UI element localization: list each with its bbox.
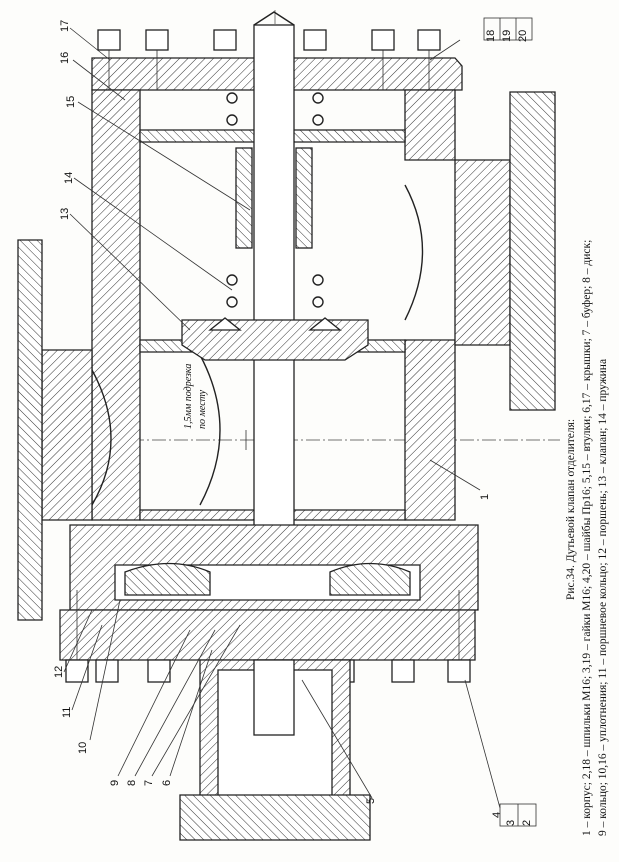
callout-1: 1 (479, 494, 491, 500)
left-nozzle (41, 349, 93, 521)
piston-seal-right (329, 562, 411, 596)
callout-10: 10 (77, 742, 89, 754)
callout-6: 6 (161, 780, 173, 786)
callout-3: 3 (505, 820, 517, 826)
leader-lines (63, 27, 501, 809)
callout-9: 9 (109, 780, 121, 786)
note-line2: по месту (197, 389, 208, 429)
callout-8: 8 (126, 780, 138, 786)
callout-4: 4 (491, 812, 503, 818)
upper-bushing-left (235, 147, 253, 249)
callout-11: 11 (61, 707, 73, 718)
right-flange (509, 91, 556, 411)
callout-boxes (483, 17, 537, 827)
stem-lower (253, 659, 295, 736)
callout-15: 15 (65, 96, 77, 108)
right-port-curve (404, 184, 424, 321)
bottom-buffer (179, 794, 371, 841)
body-right-lower (404, 339, 456, 521)
valve-disk (181, 319, 369, 361)
seat-curve (199, 354, 221, 506)
callout-14: 14 (63, 172, 75, 184)
left-port-curve (91, 369, 112, 506)
callout-19: 19 (501, 30, 513, 42)
right-nozzle (454, 159, 511, 346)
caption-line2: 9 – кольцо; 10,16 – уплотнения; 11 – пор… (597, 359, 609, 836)
callout-13: 13 (59, 208, 71, 220)
callout-20: 20 (517, 30, 529, 42)
callout-5: 5 (365, 798, 377, 804)
callout-18: 18 (485, 30, 497, 42)
body-right-upper (404, 89, 456, 161)
callout-16: 16 (59, 52, 71, 64)
disk-seal-triangles (208, 317, 342, 331)
body-left-wall (91, 89, 141, 521)
callout-17-label: 17 (59, 20, 71, 32)
upper-bushing-right (295, 147, 313, 249)
callout-2: 2 (521, 820, 533, 826)
top-stud-nuts (97, 29, 441, 90)
stem-tip (253, 11, 295, 26)
callout-12: 12 (53, 666, 65, 678)
upper-spring (226, 92, 324, 308)
piston-seal-left (124, 562, 211, 596)
caption-title: Рис.34. Дутьевой клапан отделителя: (565, 419, 577, 600)
caption-line1: 1 – корпус; 2,18 – шпильки М16; 3,19 – г… (581, 240, 593, 836)
callout-7: 7 (143, 780, 155, 786)
bottom-cover (59, 609, 476, 661)
left-flange (17, 239, 43, 621)
note-line1: 1,5мм подрезка (183, 364, 194, 429)
